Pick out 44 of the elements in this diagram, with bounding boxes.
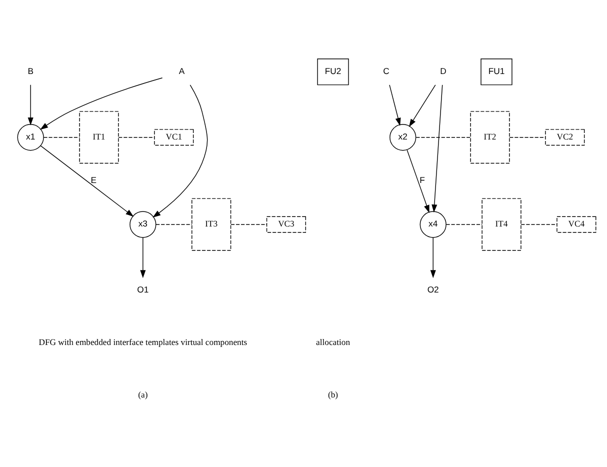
connector xyxy=(509,137,546,138)
connector xyxy=(43,137,80,138)
node-box: IT4 xyxy=(482,198,522,251)
arrow xyxy=(28,84,34,126)
connector xyxy=(230,224,267,225)
node-text: O1 xyxy=(137,284,149,294)
node-box: VC1 xyxy=(154,129,194,146)
node-box: IT1 xyxy=(79,111,119,164)
node-circle: x2 xyxy=(390,124,416,151)
label: (b) xyxy=(328,389,338,400)
node-text: O2 xyxy=(427,284,439,294)
edge-label: E xyxy=(90,175,96,186)
node-text: A xyxy=(178,66,185,76)
edge-label: F xyxy=(420,175,425,186)
label: (a) xyxy=(138,389,148,400)
arrow xyxy=(140,237,146,278)
node-box: IT2 xyxy=(470,111,510,164)
node-box: VC2 xyxy=(545,129,585,146)
node-text: D xyxy=(440,66,446,76)
label: allocation xyxy=(316,336,350,347)
connector xyxy=(520,224,558,225)
node-text: B xyxy=(28,66,34,76)
connector xyxy=(446,224,482,225)
node-box: FU1 xyxy=(480,58,512,86)
arrow xyxy=(408,84,436,127)
node-circle: x4 xyxy=(420,211,446,238)
arrow xyxy=(432,84,443,213)
node-text: C xyxy=(383,66,390,76)
node-box: FU2 xyxy=(317,58,349,86)
arrow xyxy=(40,145,134,217)
node-box: VC4 xyxy=(556,216,596,233)
arrow xyxy=(152,84,208,218)
connector xyxy=(118,137,155,138)
arrow xyxy=(430,237,436,278)
node-circle: x3 xyxy=(130,211,156,238)
node-circle: x1 xyxy=(17,124,44,151)
arrow xyxy=(406,150,430,213)
arrow xyxy=(389,84,401,126)
node-box: IT3 xyxy=(192,198,232,251)
arrow xyxy=(40,78,163,130)
connector xyxy=(416,137,471,138)
label: DFG with embedded interface templates virtual components xyxy=(38,336,248,347)
node-box: VC3 xyxy=(266,216,306,233)
connector xyxy=(156,224,192,225)
